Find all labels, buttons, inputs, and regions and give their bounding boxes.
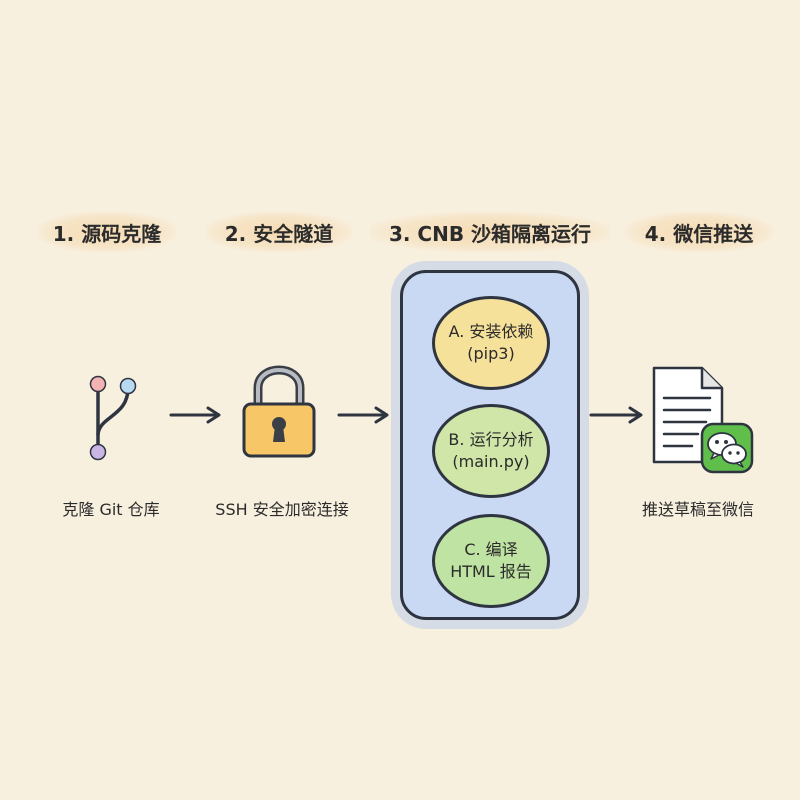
arrow-icon [169, 406, 221, 424]
document-wechat-icon [652, 366, 754, 474]
step-compile-report: C. 编译 HTML 报告 [432, 514, 550, 608]
stage-title-clone: 1. 源码克隆 [38, 212, 176, 252]
stage-title-tunnel: 2. 安全隧道 [206, 212, 352, 252]
arrow-icon [337, 406, 389, 424]
git-branch-icon [89, 375, 137, 461]
arrow-icon [589, 406, 643, 424]
caption-tunnel: SSH 安全加密连接 [215, 500, 349, 519]
stage-title-wechat: 4. 微信推送 [626, 212, 772, 252]
step-run-title: B. 运行分析 [448, 430, 534, 449]
step-compile-detail: HTML 报告 [450, 562, 532, 581]
step-install-title: A. 安装依赖 [448, 322, 534, 341]
caption-clone: 克隆 Git 仓库 [62, 500, 160, 519]
caption-wechat: 推送草稿至微信 [641, 500, 755, 519]
step-run-detail: (main.py) [452, 452, 530, 471]
step-compile-title: C. 编译 [464, 540, 518, 559]
step-install-deps: A. 安装依赖 (pip3) [432, 296, 550, 390]
stage-title-sandbox: 3. CNB 沙箱隔离运行 [370, 212, 610, 252]
step-install-detail: (pip3) [467, 344, 515, 363]
padlock-icon [242, 365, 316, 458]
step-run-analysis: B. 运行分析 (main.py) [432, 404, 550, 498]
